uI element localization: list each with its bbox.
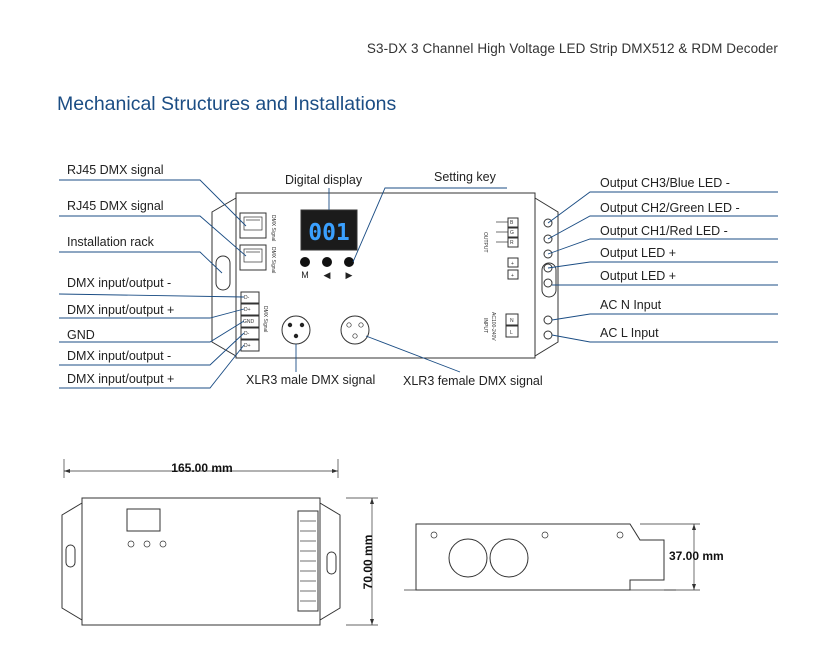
xlr3-male-connector <box>281 315 311 345</box>
top-callouts: Digital display Setting key <box>285 170 507 263</box>
callout-gnd: GND <box>67 328 95 342</box>
callout-installation-rack: Installation rack <box>67 235 155 249</box>
terminal-n: N <box>510 318 514 324</box>
rj45-port-a: DMX Signal <box>239 212 276 241</box>
key-m-button[interactable] <box>300 257 310 267</box>
terminal-dminus-1: D- <box>244 295 250 301</box>
dimension-side-view: 37.00 mm <box>404 523 724 591</box>
callout-xlr3-female: XLR3 female DMX signal <box>403 374 543 388</box>
rj45-port-b: DMX Signal <box>239 244 276 273</box>
dmx-terminal-block: D- D+ GND D- D+ DMX Signal <box>240 291 268 352</box>
bottom-callouts: XLR3 male DMX signal XLR3 female DMX sig… <box>246 335 543 388</box>
section-title: Mechanical Structures and Installations <box>57 93 397 115</box>
screw-l <box>543 330 553 340</box>
callout-setting-key: Setting key <box>434 170 497 184</box>
width-dimension-label: 165.00 mm <box>171 461 232 475</box>
callout-output-ch1: Output CH1/Red LED - <box>600 224 728 238</box>
callout-output-plus-2: Output LED + <box>600 269 676 283</box>
key-right-button[interactable] <box>344 257 354 267</box>
terminal-b: B <box>510 220 514 226</box>
terminal-dminus-2: D- <box>244 331 250 337</box>
callout-output-ch3: Output CH3/Blue LED - <box>600 176 730 190</box>
key-m-label: M <box>301 270 309 280</box>
callout-output-plus-1: Output LED + <box>600 246 676 260</box>
installation-rack-slot-left <box>215 255 231 291</box>
left-callouts: RJ45 DMX signal RJ45 DMX signal Installa… <box>58 163 247 389</box>
terminal-dplus-1: D+ <box>244 307 251 313</box>
input-label: INPUT <box>482 318 488 333</box>
terminal-r: R <box>510 240 514 246</box>
callout-dmx-plus-2: DMX input/output + <box>67 372 174 386</box>
right-callouts: Output CH3/Blue LED - Output CH2/Green L… <box>547 176 778 343</box>
xlr3-female-connector <box>340 315 370 345</box>
ac-input-terminal-block: INPUT AC100-240V N L <box>482 312 519 341</box>
screw-plus-2 <box>543 278 553 288</box>
callout-dmx-plus-1: DMX input/output + <box>67 303 174 317</box>
digital-display <box>300 209 358 251</box>
height-dimension-label: 70.00 mm <box>361 535 375 590</box>
dmx-terminal-label: DMX Signal <box>262 306 268 332</box>
input-voltage-label: AC100-240V <box>490 312 496 341</box>
callout-rj45-b: RJ45 DMX signal <box>67 199 164 213</box>
key-right-label: ▶ <box>346 270 353 280</box>
callout-digital-display: Digital display <box>285 173 363 187</box>
callout-dmx-minus-2: DMX input/output - <box>67 349 171 363</box>
document-header-title: S3-DX 3 Channel High Voltage LED Strip D… <box>366 41 778 56</box>
callout-ac-n: AC N Input <box>600 298 662 312</box>
callout-dmx-minus-1: DMX input/output - <box>67 276 171 290</box>
depth-dimension-label: 37.00 mm <box>669 549 724 563</box>
key-left-label: ◀ <box>324 270 331 280</box>
terminal-l: L <box>510 330 513 336</box>
callout-rj45-a: RJ45 DMX signal <box>67 163 164 177</box>
terminal-dplus-2: D+ <box>244 343 251 349</box>
terminal-plus-1: + <box>511 261 514 267</box>
output-label: OUTPUT <box>482 232 488 253</box>
callout-output-ch2: Output CH2/Green LED - <box>600 201 740 215</box>
dimension-top-view: 165.00 mm 70.00 mm <box>61 459 378 626</box>
display-digits: 001 <box>308 220 350 246</box>
callout-xlr3-male: XLR3 male DMX signal <box>246 373 375 387</box>
screw-n <box>543 315 553 325</box>
device-top-view: DMX Signal DMX Signal D- D+ GND D- D+ DM… <box>211 192 559 359</box>
terminal-g: G <box>510 230 514 236</box>
key-left-button[interactable] <box>322 257 332 267</box>
terminal-plus-2: + <box>511 273 514 279</box>
rj45-a-label: DMX Signal <box>270 215 276 241</box>
output-terminal-block: OUTPUT B G R + + <box>482 217 519 280</box>
terminal-gnd: GND <box>243 319 255 325</box>
callout-ac-l: AC L Input <box>600 326 659 340</box>
rj45-b-label: DMX Signal <box>270 247 276 273</box>
